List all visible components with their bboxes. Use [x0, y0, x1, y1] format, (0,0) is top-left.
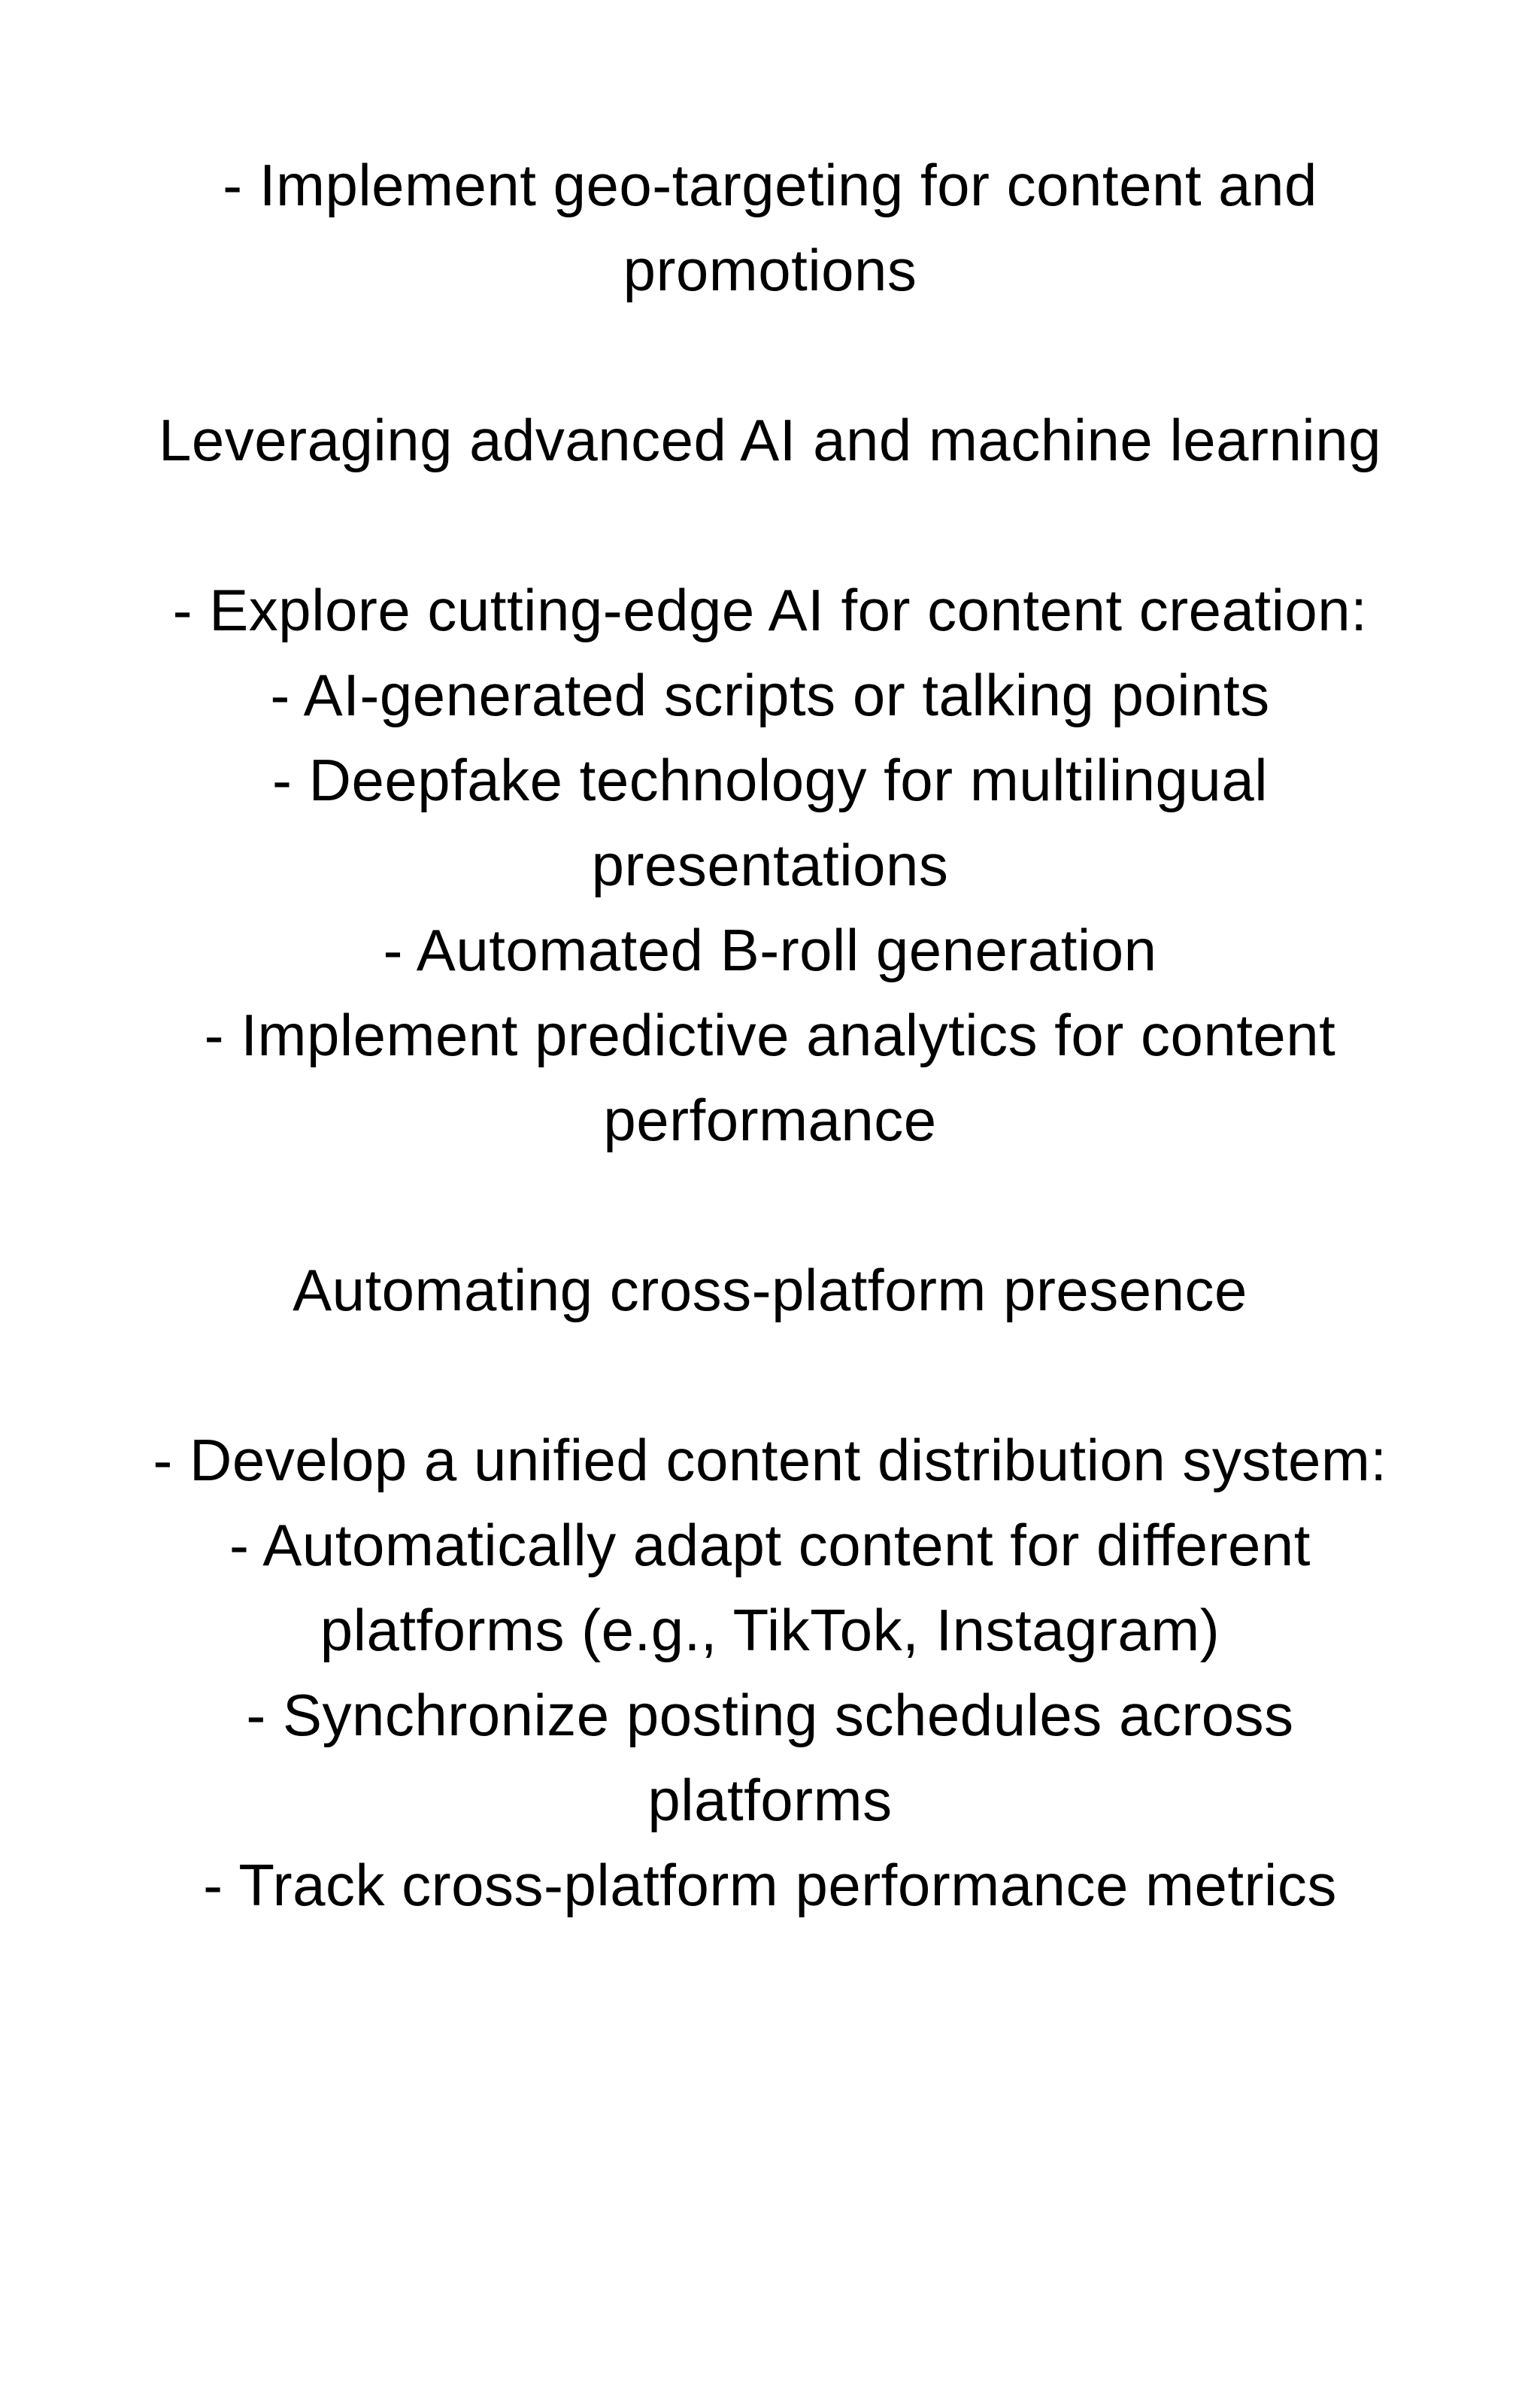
text-line: - Automated B-roll generation: [383, 917, 1157, 983]
section-heading: Leveraging advanced AI and machine learn…: [159, 407, 1381, 473]
text-line: - Implement predictive analytics for con…: [204, 1002, 1336, 1068]
text-line: performance: [603, 1087, 937, 1153]
section-heading: Automating cross-platform presence: [293, 1257, 1247, 1323]
blank-line: [0, 1163, 1540, 1248]
blank-line: [0, 1333, 1540, 1418]
text-line: platforms (e.g., TikTok, Instagram): [320, 1597, 1220, 1663]
text-line: - Explore cutting-edge AI for content cr…: [172, 577, 1368, 643]
text-line: - Track cross-platform performance metri…: [203, 1852, 1337, 1918]
text-line: presentations: [591, 832, 949, 898]
text-line: - Automatically adapt content for differ…: [229, 1512, 1311, 1578]
blank-line: [0, 313, 1540, 398]
text-line: - Synchronize posting schedules across: [246, 1682, 1294, 1748]
text-line: platforms: [647, 1767, 893, 1833]
blank-line: [0, 483, 1540, 568]
text-line: - Deepfake technology for multilingual: [271, 747, 1269, 813]
text-line: promotions: [623, 237, 917, 303]
text-line: - Develop a unified content distribution…: [153, 1427, 1387, 1493]
text-line: - Implement geo-targeting for content an…: [223, 152, 1317, 218]
text-line: - AI-generated scripts or talking points: [270, 662, 1270, 728]
